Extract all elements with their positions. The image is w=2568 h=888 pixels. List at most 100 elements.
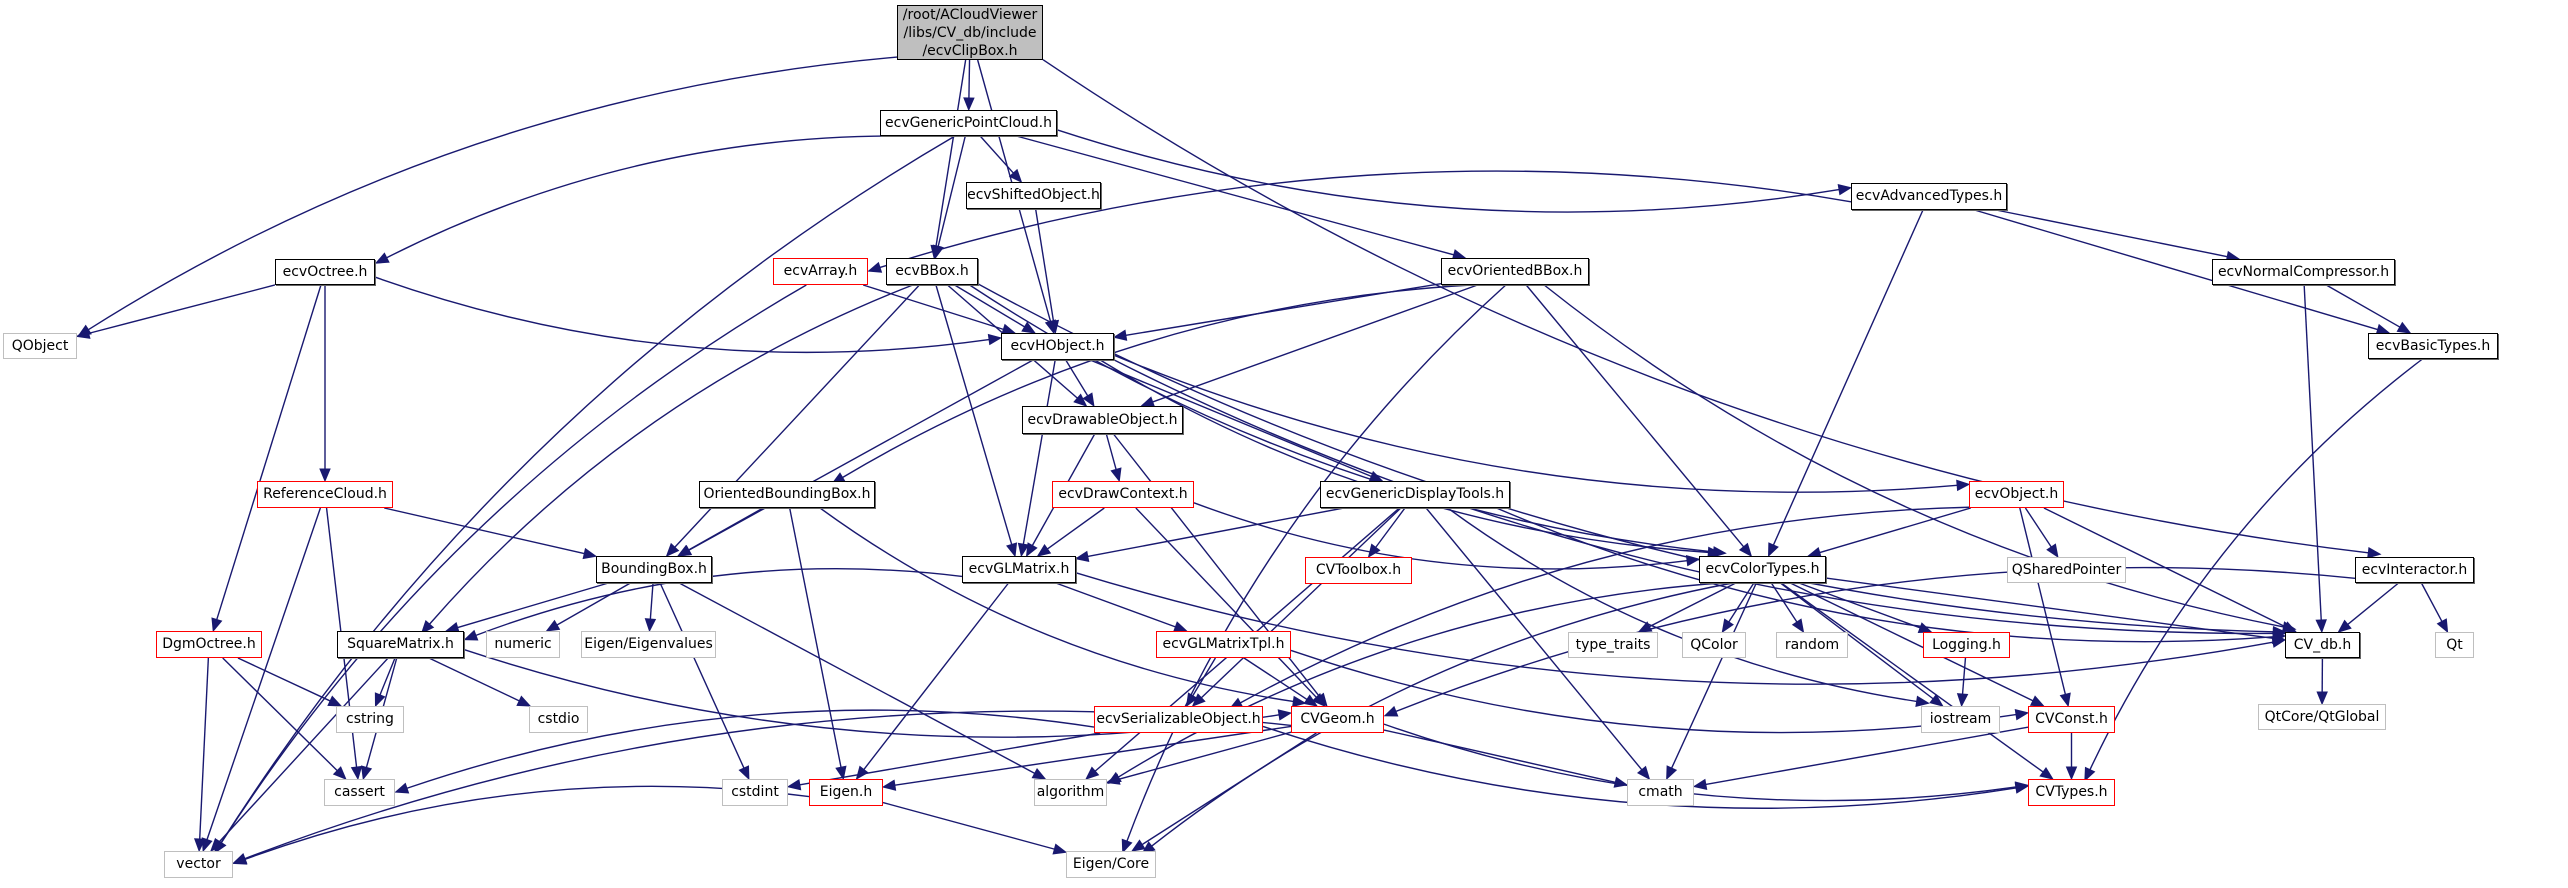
edge-ecvoctree-to-ecvhobject	[374, 276, 990, 354]
arrowhead-icon	[1017, 542, 1030, 558]
edge-ecvdrawableobject-to-cvgeom	[1112, 433, 1321, 697]
arrowhead-icon	[2046, 543, 2059, 559]
arrowhead-icon	[210, 837, 224, 852]
node-cstdio[interactable]: cstdio	[529, 706, 588, 733]
edge-ecvorientedbbox-to-eigencore	[1126, 284, 1507, 842]
arrowhead-icon	[835, 765, 847, 781]
edge-ecvgenericpointcloud-to-ecvshiftedobject	[979, 135, 1014, 174]
edge-ecvarray-to-ecvhobject	[862, 284, 1004, 331]
edge-dgmoctree-to-vector	[199, 657, 210, 840]
node-algorithm[interactable]: algorithm	[1034, 779, 1107, 806]
arrowhead-icon	[1112, 329, 1128, 341]
node-cvtypes[interactable]: CVTypes.h	[2028, 779, 2115, 806]
node-ecvarray[interactable]: ecvArray.h	[773, 258, 868, 285]
edge-ecvgenericdisplaytools-to-ecvglmatrix	[1087, 507, 1344, 558]
arrowhead-icon	[350, 765, 363, 781]
edge-boundingbox-to-eigeneigenvalues	[649, 582, 654, 620]
node-label: ecvBasicTypes.h	[2375, 337, 2491, 354]
edge-ecvbasictypes-to-cvtypes	[2089, 358, 2423, 770]
node-ecvadvancedtypes[interactable]: ecvAdvancedTypes.h	[1851, 183, 2007, 210]
node-logging[interactable]: Logging.h	[1923, 632, 2010, 658]
node-ecvserializableobject[interactable]: ecvSerializableObject.h	[1094, 706, 1263, 733]
edge-ecvobject-to-ecvserializableobject	[1240, 506, 1970, 704]
node-ecvhobject[interactable]: ecvHObject.h	[1001, 333, 1114, 360]
node-label: numeric	[494, 636, 552, 652]
arrowhead-icon	[1006, 542, 1018, 558]
arrowhead-icon	[1956, 693, 1969, 708]
node-root[interactable]: /root/ACloudViewer/libs/CV_db/include/ec…	[897, 5, 1043, 60]
node-eigenh[interactable]: Eigen.h	[809, 779, 883, 806]
node-qobject[interactable]: QObject	[3, 333, 77, 359]
node-label: ecvHObject.h	[1010, 338, 1105, 354]
node-ecvgenericdisplaytools[interactable]: ecvGenericDisplayTools.h	[1320, 481, 1510, 508]
node-cvtoolbox[interactable]: CVToolbox.h	[1305, 557, 1412, 584]
node-ecvdrawcontext[interactable]: ecvDrawContext.h	[1052, 481, 1194, 508]
node-ecvoctree[interactable]: ecvOctree.h	[275, 259, 375, 285]
node-label: cstdint	[731, 784, 779, 800]
node-ecvgenericpointcloud[interactable]: ecvGenericPointCloud.h	[880, 110, 1057, 136]
edge-ecvcolortypes-to-qcolor	[1728, 582, 1755, 623]
edge-ecvgenericdisplaytools-to-cv_db	[1496, 507, 2274, 643]
arrowhead-icon	[327, 695, 343, 707]
node-ecvbbox[interactable]: ecvBBox.h	[886, 258, 978, 285]
arrowhead-icon	[1008, 168, 1023, 183]
node-ecvinteractor[interactable]: ecvInteractor.h	[2355, 557, 2474, 583]
node-ecvnormalcompressor[interactable]: ecvNormalCompressor.h	[2212, 259, 2395, 285]
node-ecvbasictypes[interactable]: ecvBasicTypes.h	[2368, 333, 2498, 359]
node-orientedboundingbox[interactable]: OrientedBoundingBox.h	[699, 481, 875, 508]
node-numeric[interactable]: numeric	[486, 631, 560, 658]
node-cvconst[interactable]: CVConst.h	[2028, 706, 2115, 733]
node-eigencore[interactable]: Eigen/Core	[1066, 851, 1156, 878]
node-ecvcolortypes[interactable]: ecvColorTypes.h	[1699, 556, 1826, 583]
node-ecvglmatrixtpl[interactable]: ecvGLMatrixTpl.h	[1156, 631, 1291, 658]
node-cstring[interactable]: cstring	[336, 706, 404, 733]
edge-boundingbox-to-squarematrix	[457, 582, 609, 629]
edge-ecvglmatrix-to-squarematrix	[475, 568, 963, 637]
node-eigeneigenvalues[interactable]: Eigen/Eigenvalues	[581, 631, 716, 658]
arrowhead-icon	[1047, 319, 1060, 335]
edge-ecvhobject-to-cv_db	[1113, 359, 2274, 635]
arrowhead-icon	[1074, 550, 1090, 563]
arrowhead-icon	[2396, 321, 2412, 334]
arrowhead-icon	[2029, 695, 2045, 707]
node-vector[interactable]: vector	[164, 851, 233, 878]
arrowhead-icon	[855, 765, 869, 781]
node-qt[interactable]: Qt	[2435, 632, 2474, 658]
node-ecvdrawableobject[interactable]: ecvDrawableObject.h	[1022, 406, 1183, 434]
node-ecvglmatrix[interactable]: ecvGLMatrix.h	[962, 556, 1076, 583]
node-boundingbox[interactable]: BoundingBox.h	[596, 556, 712, 583]
node-qtcoreqtglobal[interactable]: QtCore/QtGlobal	[2258, 704, 2386, 730]
node-cmath[interactable]: cmath	[1627, 779, 1694, 806]
node-random[interactable]: random	[1776, 632, 1848, 658]
node-iostream[interactable]: iostream	[1921, 706, 2000, 733]
edge-ecvserializableobject-to-cstdint	[799, 732, 1101, 786]
node-qsharedpointer[interactable]: QSharedPointer	[2007, 557, 2126, 583]
node-qcolor[interactable]: QColor	[1682, 632, 1746, 658]
edge-ecvshiftedobject-to-ecvhobject	[1034, 208, 1055, 322]
node-label: Eigen/Eigenvalues	[584, 636, 713, 652]
node-label: ecvDrawableObject.h	[1027, 411, 1178, 428]
node-ecvorientedbbox[interactable]: ecvOrientedBBox.h	[1441, 258, 1589, 285]
edge-ecvgenericpointcloud-to-ecvoctree	[386, 135, 913, 259]
node-label: QtCore/QtGlobal	[2264, 708, 2380, 725]
node-cstdint[interactable]: cstdint	[722, 779, 788, 806]
arrowhead-icon	[1292, 695, 1307, 708]
node-label: DgmOctree.h	[162, 636, 256, 652]
node-dgmoctree[interactable]: DgmOctree.h	[156, 631, 262, 658]
edge-ecvgenericdisplaytools-to-cmath	[1425, 507, 1643, 771]
node-ecvobject[interactable]: ecvObject.h	[1969, 481, 2064, 508]
node-cvgeom[interactable]: CVGeom.h	[1291, 706, 1384, 733]
node-squarematrix[interactable]: SquareMatrix.h	[337, 631, 464, 658]
node-referencecloud[interactable]: ReferenceCloud.h	[257, 481, 393, 508]
edge-ecvglmatrix-to-cv_db	[1075, 572, 2274, 685]
edge-ecvadvancedtypes-to-ecvnormalcompressor	[1995, 209, 2228, 258]
node-type_traits[interactable]: type_traits	[1568, 632, 1658, 658]
edge-ecvadvancedtypes-to-ecvarray	[879, 170, 1852, 269]
arrowhead-icon	[232, 853, 248, 865]
arrowhead-icon	[2084, 766, 2096, 782]
node-label: QObject	[11, 337, 69, 354]
node-cv_db[interactable]: CV_db.h	[2285, 632, 2360, 658]
edge-orientedboundingbox-to-boundingbox	[688, 507, 764, 551]
node-ecvshiftedobject[interactable]: ecvShiftedObject.h	[966, 182, 1101, 209]
node-cassert[interactable]: cassert	[324, 779, 395, 806]
